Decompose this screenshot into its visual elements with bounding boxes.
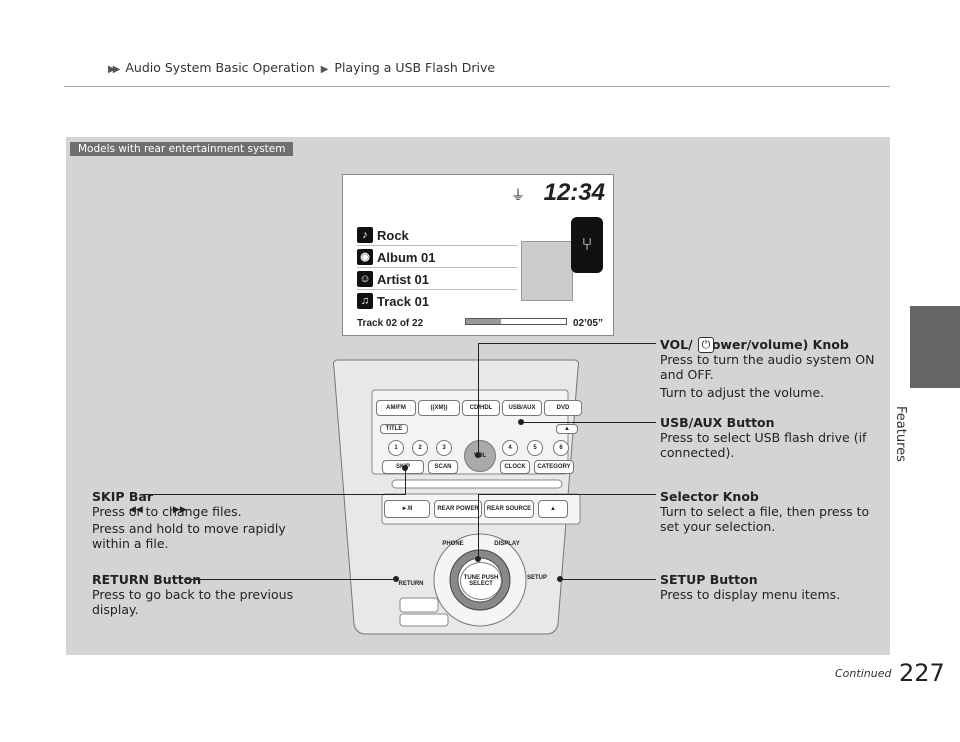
list-item: ♪Rock: [357, 225, 517, 245]
title-button[interactable]: TITLE: [380, 424, 408, 434]
skip-back-icon: ◀◀: [129, 505, 143, 515]
pointer-line: [405, 468, 406, 495]
display-screen: ⏚ 12:34 ♪Rock ◉Album 01 ☺Artist 01 ♫Trac…: [342, 174, 614, 336]
list-item: ☺Artist 01: [357, 269, 517, 289]
breadcrumb-item[interactable]: Playing a USB Flash Drive: [334, 60, 496, 75]
pointer-line: [478, 494, 656, 495]
disc-eject-button[interactable]: ▲: [538, 500, 568, 518]
models-tag: Models with rear entertainment system: [70, 142, 294, 156]
am-fm-button[interactable]: AM/FM: [376, 400, 416, 416]
callout-return: RETURN Button Press to go back to the pr…: [92, 572, 294, 617]
usb-aux-button[interactable]: USB/AUX: [502, 400, 542, 416]
clock: 12:34: [543, 179, 605, 206]
callout-vol: VOL/ (Power/volume) Knob Press to turn t…: [660, 337, 875, 400]
selector-knob[interactable]: TUNE PUSH SELECT: [460, 562, 502, 600]
divider: [357, 245, 517, 246]
category-button[interactable]: CATEGORY: [534, 460, 574, 474]
progress-fill: [466, 319, 501, 324]
dvd-button[interactable]: DVD: [544, 400, 582, 416]
preset-1-button[interactable]: 1: [388, 440, 404, 456]
scan-button[interactable]: SCAN: [428, 460, 458, 474]
callout-selector: Selector Knob Turn to select a file, the…: [660, 489, 870, 534]
rear-source-button[interactable]: REAR SOURCE: [484, 500, 534, 518]
note-icon: ♫: [357, 293, 373, 309]
pointer-dot: [557, 576, 563, 582]
eject-button[interactable]: ▲: [556, 424, 578, 434]
pointer-line: [142, 494, 405, 495]
double-arrow-icon: ▶▶: [108, 64, 121, 75]
divider: [357, 289, 517, 290]
return-button[interactable]: RETURN: [398, 581, 424, 587]
pointer-line: [478, 494, 479, 560]
arrow-icon: ▶: [320, 64, 329, 75]
pointer-dot: [518, 419, 524, 425]
breadcrumb-item[interactable]: Audio System Basic Operation: [125, 60, 315, 75]
breadcrumb: ▶▶ Audio System Basic Operation ▶ Playin…: [108, 60, 495, 75]
callout-usb: USB/AUX Button Press to select USB flash…: [660, 415, 867, 460]
pointer-dot: [475, 556, 481, 562]
pointer-dot: [475, 452, 481, 458]
preset-6-button[interactable]: 6: [553, 440, 569, 456]
preset-5-button[interactable]: 5: [527, 440, 543, 456]
track-time: 02’05”: [572, 318, 603, 329]
header-divider: [64, 86, 890, 87]
guitar-icon: ♪: [357, 227, 373, 243]
usb-badge-icon: ⑂: [571, 217, 603, 273]
control-panel: [333, 359, 581, 635]
power-icon: ⏻: [698, 337, 714, 353]
page-number: 227: [899, 659, 945, 687]
clock-button[interactable]: CLOCK: [500, 460, 530, 474]
play-pause-button[interactable]: ►/II: [384, 500, 430, 518]
phone-button[interactable]: PHONE: [442, 541, 464, 547]
pointer-line: [478, 343, 479, 456]
pointer-line: [478, 343, 656, 344]
skip-forward-icon: ▶▶: [173, 505, 187, 515]
cd-hdd-button[interactable]: CD/HDL: [462, 400, 500, 416]
preset-4-button[interactable]: 4: [502, 440, 518, 456]
artist-icon: ☺: [357, 271, 373, 287]
preset-3-button[interactable]: 3: [436, 440, 452, 456]
usb-icon: ⏚: [511, 188, 525, 204]
list-item: ♫Track 01: [357, 291, 517, 311]
xm-button[interactable]: ((XM)): [418, 400, 460, 416]
album-art: [521, 241, 573, 301]
pointer-line: [521, 422, 656, 423]
setup-button[interactable]: SETUP: [526, 575, 547, 581]
album-icon: ◉: [357, 249, 373, 265]
side-tab[interactable]: [910, 306, 960, 388]
pointer-dot: [393, 576, 399, 582]
continued-label: Continued: [835, 667, 892, 680]
progress-bar: [465, 318, 567, 325]
callout-skip: SKIP Bar Press or to change files. Press…: [92, 489, 286, 551]
preset-2-button[interactable]: 2: [412, 440, 428, 456]
rear-power-button[interactable]: REAR POWER: [434, 500, 482, 518]
track-count: Track 02 of 22: [357, 318, 424, 329]
pointer-line: [186, 579, 396, 580]
display-button[interactable]: DISPLAY: [494, 541, 520, 547]
list-item: ◉Album 01: [357, 247, 517, 267]
divider: [357, 267, 517, 268]
pointer-line: [560, 579, 656, 580]
callout-setup: SETUP Button Press to display menu items…: [660, 572, 841, 602]
pointer-dot: [402, 465, 408, 471]
